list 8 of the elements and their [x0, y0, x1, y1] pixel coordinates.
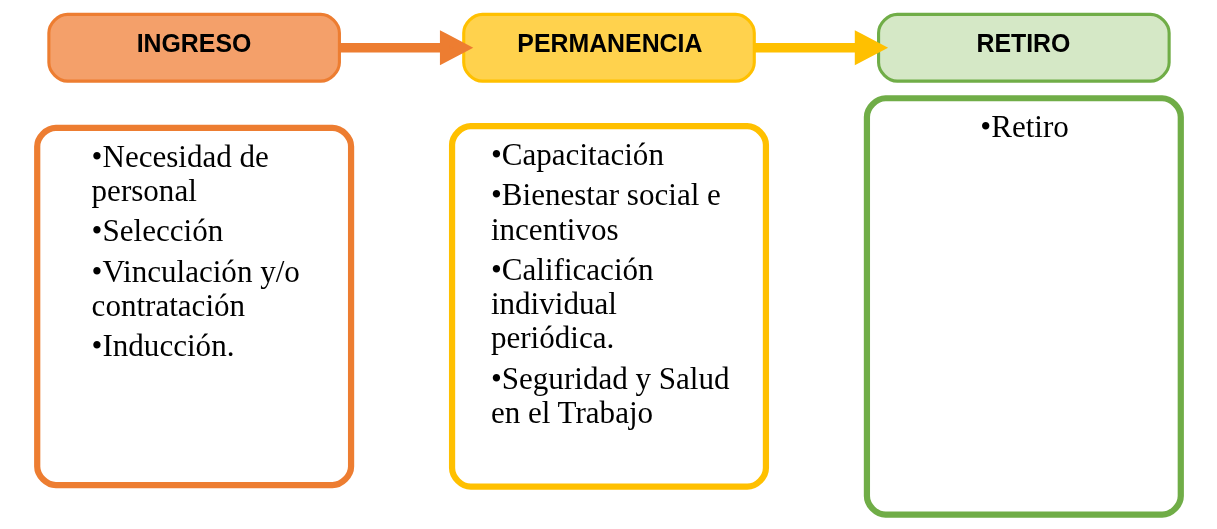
node-box: •Capacitación •Bienestar social e incentivos •Calificación individual periódica. •Seguridad y Salud en el Trabajo	[448, 123, 769, 490]
node-box: •Retiro	[863, 95, 1184, 518]
node-box: RETIRO	[876, 12, 1171, 83]
node-box: •Necesidad de personal •Selección •Vinculación y/o contratación •Inducción.	[33, 124, 354, 489]
arrow	[753, 30, 888, 66]
node-box: INGRESO	[46, 12, 341, 83]
node-box: PERMANENCIA	[461, 12, 756, 83]
arrow	[339, 30, 473, 66]
